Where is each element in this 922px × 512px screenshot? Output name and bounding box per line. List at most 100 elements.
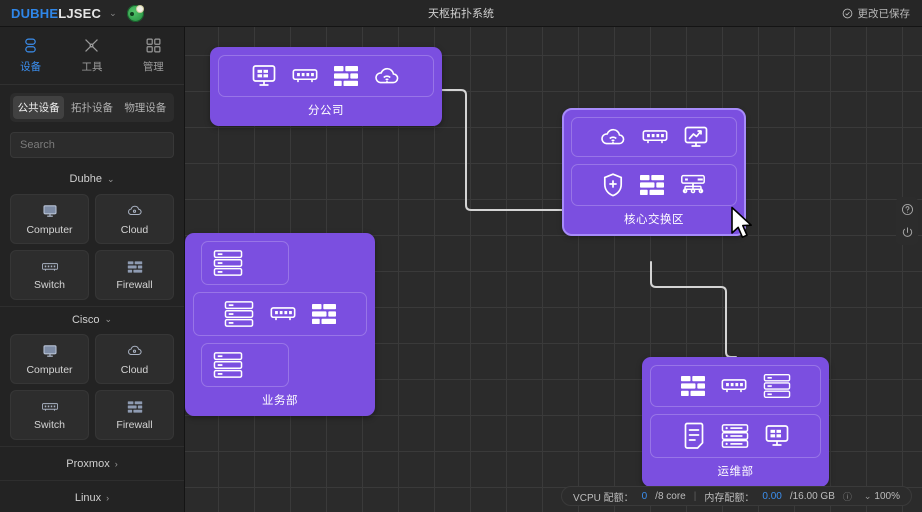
- brand-logo[interactable]: DUBHELJSEC ⌄: [11, 6, 117, 21]
- monitor-chart-icon[interactable]: [683, 125, 709, 149]
- document-icon[interactable]: [682, 422, 706, 450]
- chevron-right-icon: ›: [114, 458, 118, 469]
- device-group-label: Dubhe: [69, 173, 102, 185]
- device-scope-segment: 公共设备 拓扑设备 物理设备: [10, 93, 174, 122]
- edge-core-ops: [650, 261, 737, 358]
- server-icon[interactable]: [223, 300, 255, 328]
- info-icon[interactable]: ⓘ: [842, 491, 852, 502]
- monitor-windows-icon[interactable]: [251, 63, 277, 89]
- device-card-label: Cloud: [120, 363, 149, 376]
- switch-icon[interactable]: [641, 126, 669, 148]
- device-group-header-dubhe[interactable]: Dubhe ⌄: [0, 166, 184, 192]
- power-icon[interactable]: [901, 226, 914, 239]
- device-list[interactable]: Dubhe ⌄ Computer: [0, 166, 184, 512]
- server-icon[interactable]: [762, 373, 792, 399]
- brand-primary: DUBHE: [11, 5, 59, 21]
- device-card-firewall[interactable]: Firewall: [95, 250, 174, 300]
- server-rack-icon[interactable]: [720, 423, 750, 449]
- device-card-label: Cloud: [120, 223, 149, 236]
- cloud-wifi-icon[interactable]: [599, 125, 627, 149]
- status-bar: VCPU 配额：0/8 core | 内存配额：0.00/16.00 GB ⓘ …: [561, 486, 912, 506]
- firewall-icon: [127, 400, 143, 414]
- check-circle-icon: [842, 8, 853, 19]
- search-input[interactable]: [10, 132, 174, 158]
- zoom-level-label: 100%: [874, 490, 900, 502]
- zoom-control[interactable]: ⌄ 100%: [864, 491, 900, 502]
- device-card-switch[interactable]: Switch: [10, 390, 89, 440]
- firewall-icon[interactable]: [333, 65, 359, 87]
- topology-node-biz[interactable]: 业务部: [185, 233, 375, 416]
- device-card-firewall[interactable]: Firewall: [95, 390, 174, 440]
- switch-icon: [41, 400, 59, 414]
- node-panel-row: [650, 365, 821, 407]
- canvas-side-toolbar: [896, 197, 918, 245]
- device-card-cloud[interactable]: Cloud: [95, 334, 174, 384]
- sidebar-tab-tools[interactable]: 工具: [61, 37, 122, 74]
- device-card-switch[interactable]: Switch: [10, 250, 89, 300]
- save-status-label: 更改已保存: [857, 7, 911, 20]
- device-group-label: Cisco: [71, 313, 100, 326]
- node-panel-row: [218, 55, 434, 97]
- device-card-label: Computer: [26, 223, 73, 236]
- save-status: 更改已保存: [842, 6, 911, 21]
- memory-quota-label: 内存配额：: [704, 492, 755, 504]
- sidebar-tab-manage[interactable]: 管理: [123, 37, 184, 74]
- vcpu-quota-label: VCPU 配额：: [573, 492, 634, 504]
- node-panel-row: [650, 414, 821, 458]
- device-card-label: Firewall: [116, 418, 153, 431]
- device-card-label: Switch: [34, 418, 65, 431]
- edge-branch-core: [441, 89, 564, 211]
- memory-used-value: 0.00: [762, 490, 782, 502]
- cloud-wifi-icon[interactable]: [373, 64, 401, 88]
- top-bar: DUBHELJSEC ⌄ 天枢拓扑系统 更改已保存: [0, 0, 922, 27]
- monitor-windows-icon[interactable]: [764, 423, 790, 449]
- shield-plus-icon[interactable]: [601, 172, 625, 198]
- node-title: 分公司: [308, 105, 344, 117]
- switch-icon: [41, 260, 59, 274]
- switch-icon[interactable]: [269, 303, 297, 325]
- search-wrap: [0, 126, 184, 166]
- switch-icon[interactable]: [291, 65, 319, 87]
- node-panel-row: [571, 117, 737, 157]
- segment-public-devices[interactable]: 公共设备: [13, 96, 65, 119]
- sidebar-tab-devices-label: 设备: [20, 61, 42, 73]
- device-group-header-cisco[interactable]: Cisco ⌄: [0, 306, 184, 332]
- server-icon[interactable]: [212, 351, 244, 379]
- switch-icon[interactable]: [720, 375, 748, 397]
- device-card-computer[interactable]: Computer: [10, 194, 89, 244]
- device-group-header-linux[interactable]: Linux ›: [0, 480, 184, 512]
- segment-topology-devices[interactable]: 拓扑设备: [70, 102, 113, 114]
- manage-icon: [145, 37, 162, 54]
- node-panel-row: [201, 241, 289, 285]
- firewall-icon[interactable]: [639, 174, 665, 196]
- sidebar-tabs: 设备 工具: [0, 27, 184, 85]
- chevron-right-icon: ›: [106, 492, 110, 503]
- firewall-icon[interactable]: [680, 375, 706, 397]
- chevron-down-icon[interactable]: ⌄: [109, 7, 117, 18]
- device-group-cisco-cards: Computer Cloud: [0, 332, 184, 446]
- node-panel-row: [193, 292, 367, 336]
- device-group-header-proxmox[interactable]: Proxmox ›: [0, 446, 184, 480]
- computer-icon: [42, 203, 58, 219]
- sidebar: 设备 工具: [0, 27, 185, 512]
- sidebar-tab-devices[interactable]: 设备: [0, 37, 61, 74]
- topology-canvas[interactable]: 分公司: [185, 27, 922, 512]
- topology-node-core[interactable]: 核心交换区: [562, 108, 746, 236]
- server-icon[interactable]: [212, 249, 244, 277]
- firewall-icon: [127, 260, 143, 274]
- topology-node-branch[interactable]: 分公司: [210, 47, 442, 126]
- tools-icon: [83, 37, 100, 54]
- server-network-icon[interactable]: [679, 173, 707, 197]
- node-title: 运维部: [717, 466, 754, 478]
- device-group-dubhe-cards: Computer Cloud: [0, 192, 184, 306]
- segment-physical-devices[interactable]: 物理设备: [124, 102, 167, 114]
- status-separator: |: [693, 490, 697, 502]
- device-card-cloud[interactable]: Cloud: [95, 194, 174, 244]
- topology-node-ops[interactable]: 运维部: [642, 357, 829, 487]
- help-icon[interactable]: [901, 203, 914, 216]
- firewall-icon[interactable]: [311, 303, 337, 325]
- user-avatar-icon[interactable]: [126, 4, 144, 22]
- device-group-label: Proxmox: [66, 457, 110, 470]
- device-card-computer[interactable]: Computer: [10, 334, 89, 384]
